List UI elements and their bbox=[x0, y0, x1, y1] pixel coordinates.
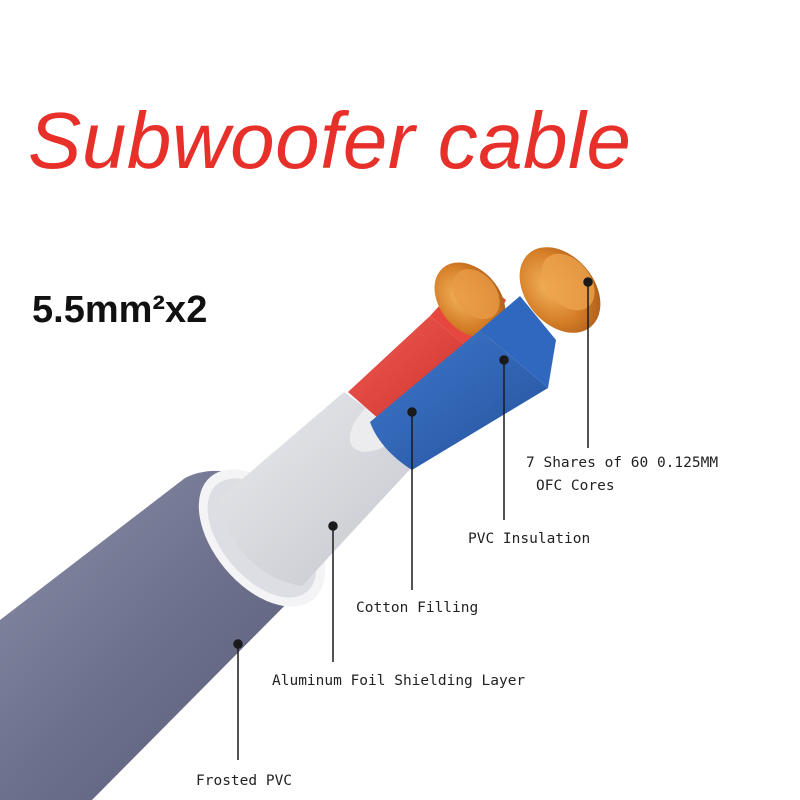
filling-label: Cotton Filling bbox=[356, 600, 479, 616]
jacket-label: Frosted PVC bbox=[196, 773, 293, 789]
cable-spec: 5.5mm²x2 bbox=[32, 289, 208, 331]
insulation-label: PVC Insulation bbox=[468, 531, 591, 547]
cores-label-line2: OFC Cores bbox=[536, 478, 615, 494]
page-title: Subwoofer cable bbox=[28, 96, 632, 185]
callout-leaders bbox=[233, 277, 593, 760]
shielding-label: Aluminum Foil Shielding Layer bbox=[272, 673, 526, 689]
cores-label-line1: 7 Shares of 60 0.125MM bbox=[526, 455, 719, 471]
